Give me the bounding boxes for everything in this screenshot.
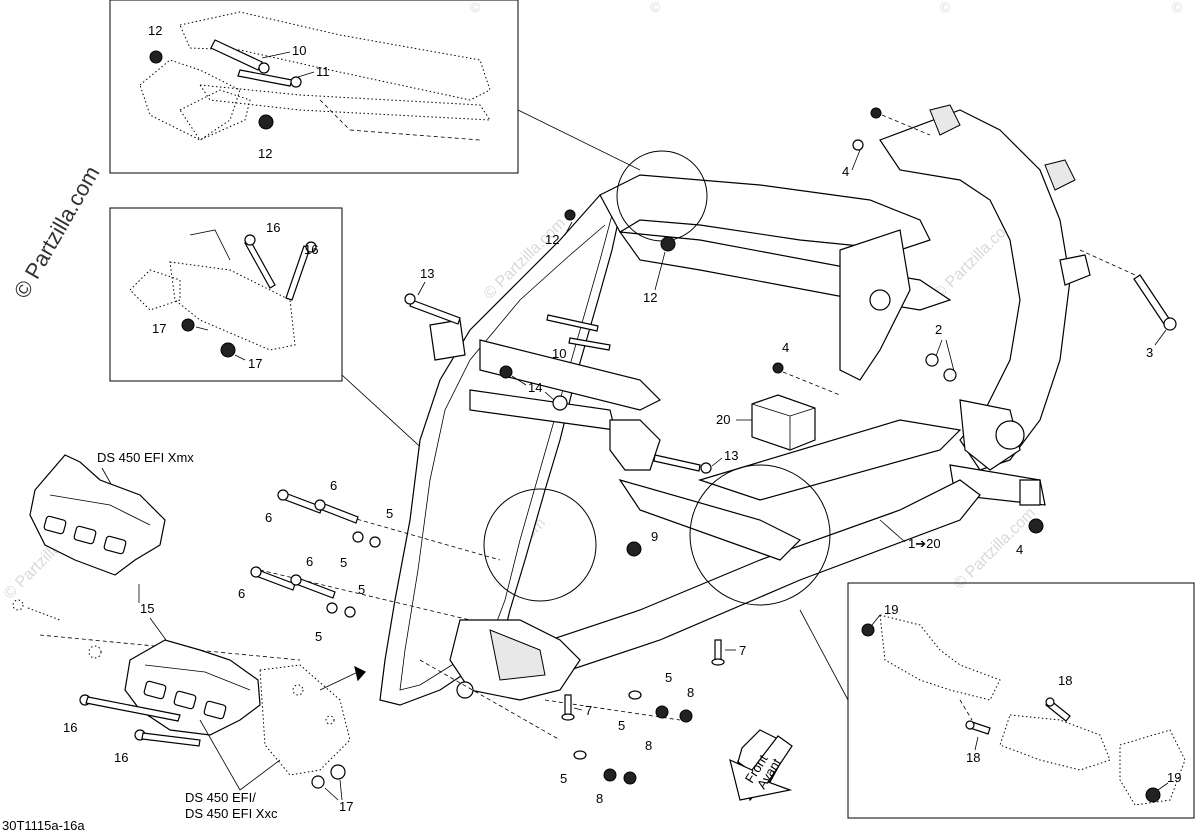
- callout-8-a: 8: [687, 685, 694, 700]
- callout-6-b: 6: [330, 478, 337, 493]
- washer-2-b: [943, 368, 957, 382]
- callout-15: 15: [140, 601, 154, 616]
- callout-5-d: 5: [315, 629, 322, 644]
- callout-6-d: 6: [306, 554, 313, 569]
- callout-10-frame: 10: [552, 346, 566, 361]
- callout-14: 14: [528, 380, 542, 395]
- callout-17-mid-a: 17: [152, 321, 166, 336]
- nut-19-bottom: [1145, 787, 1161, 803]
- callout-12-frame-b: 12: [643, 290, 657, 305]
- callout-5-c: 5: [358, 582, 365, 597]
- callout-17-left: 17: [339, 799, 353, 814]
- callout-7-b: 7: [585, 703, 592, 718]
- washer-14-b: [552, 395, 568, 411]
- callout-6-c: 6: [238, 586, 245, 601]
- hardware-group-left: 6 6 5 5 6 6 5 5: [238, 478, 393, 644]
- callout-20: 20: [716, 412, 730, 427]
- nut-14-a: [499, 365, 513, 379]
- callout-13-right: 13: [724, 448, 738, 463]
- detail-box-bottom-right: 19 18 18 19: [799, 582, 1195, 819]
- callout-19-bottom: 19: [1167, 770, 1181, 785]
- model-label-xmx: DS 450 EFI Xmx: [97, 450, 194, 465]
- callout-9: 9: [651, 529, 658, 544]
- nut-4-right: [1028, 518, 1044, 534]
- callout-12-frame-a: 12: [545, 232, 559, 247]
- range-label-1-20: 1➔20: [908, 536, 941, 551]
- nut-12-bottom: [258, 114, 274, 130]
- detail-box-middle: 16 16 17 17: [109, 207, 343, 382]
- component-20: [751, 394, 816, 451]
- skid-plate-xmx: [29, 454, 166, 576]
- callout-5-e: 5: [665, 670, 672, 685]
- callout-16-left-b: 16: [114, 750, 128, 765]
- front-arrow-shape: [729, 735, 793, 801]
- callout-4-top: 4: [842, 164, 849, 179]
- callout-13-left: 13: [420, 266, 434, 281]
- callout-16-mid-b: 16: [304, 242, 318, 257]
- callout-16-left-a: 16: [63, 720, 77, 735]
- callout-10-top: 10: [292, 43, 306, 58]
- callout-18-top: 18: [1058, 673, 1072, 688]
- callout-5-a: 5: [386, 506, 393, 521]
- callout-8-b: 8: [645, 738, 652, 753]
- front-direction-arrow: Front Avant: [729, 729, 793, 802]
- hardware-group-bottom: 7 7 5 5 8 8 5 8: [560, 639, 746, 806]
- model-label-efi: DS 450 EFI/: [185, 790, 256, 805]
- detail-circle-right: [689, 464, 831, 606]
- washer-2-a: [925, 353, 939, 367]
- callout-6-a: 6: [265, 510, 272, 525]
- watermark-copyright-3: ©: [940, 0, 951, 15]
- callout-12-top: 12: [148, 23, 162, 38]
- watermark-vertical: © Partzilla.com: [9, 162, 105, 303]
- reference-line-top: [517, 109, 641, 171]
- watermark-copyright-1: ©: [470, 0, 481, 15]
- callout-4-right: 4: [1016, 542, 1023, 557]
- callout-2: 2: [935, 322, 942, 337]
- watermark-copyright-2: ©: [650, 0, 661, 15]
- callout-4-mid: 4: [782, 340, 789, 355]
- callout-16-mid-a: 16: [266, 220, 280, 235]
- skid-plate-group: DS 450 EFI Xmx 15 16 16 17: [12, 450, 366, 821]
- nut-12-frame-a: [564, 209, 576, 221]
- detail-circle-mid: [483, 488, 597, 602]
- callout-17-mid-b: 17: [248, 356, 262, 371]
- nut-19-top: [861, 623, 875, 637]
- callout-19-top: 19: [884, 602, 898, 617]
- callout-11: 11: [316, 64, 330, 79]
- callout-8-c: 8: [596, 791, 603, 806]
- nut-17-a: [181, 318, 195, 332]
- callout-12-top-bottom: 12: [258, 146, 272, 161]
- nut-9: [626, 541, 642, 557]
- watermark-copyright-4: ©: [1172, 0, 1183, 15]
- main-frame: 4 3 2 4 4 1➔20 12 12 13: [259, 104, 1177, 741]
- callout-5-f: 5: [618, 718, 625, 733]
- nut-12-top: [149, 50, 163, 64]
- model-label-xxc: DS 450 EFI Xxc: [185, 806, 278, 821]
- callout-3: 3: [1146, 345, 1153, 360]
- drawing-code: 30T1115a-16a: [2, 818, 85, 833]
- callout-5-g: 5: [560, 771, 567, 786]
- detail-box-top: 12 10 11 12: [109, 0, 519, 174]
- nut-17-b: [220, 342, 236, 358]
- nut-4-mid: [772, 362, 784, 374]
- callout-18-bottom: 18: [966, 750, 980, 765]
- nut-12-frame-b: [660, 236, 676, 252]
- watermark-diag-3: © Partzilla.com: [951, 505, 1039, 593]
- callout-5-b: 5: [340, 555, 347, 570]
- nut-4-top: [870, 107, 882, 119]
- callout-7-a: 7: [739, 643, 746, 658]
